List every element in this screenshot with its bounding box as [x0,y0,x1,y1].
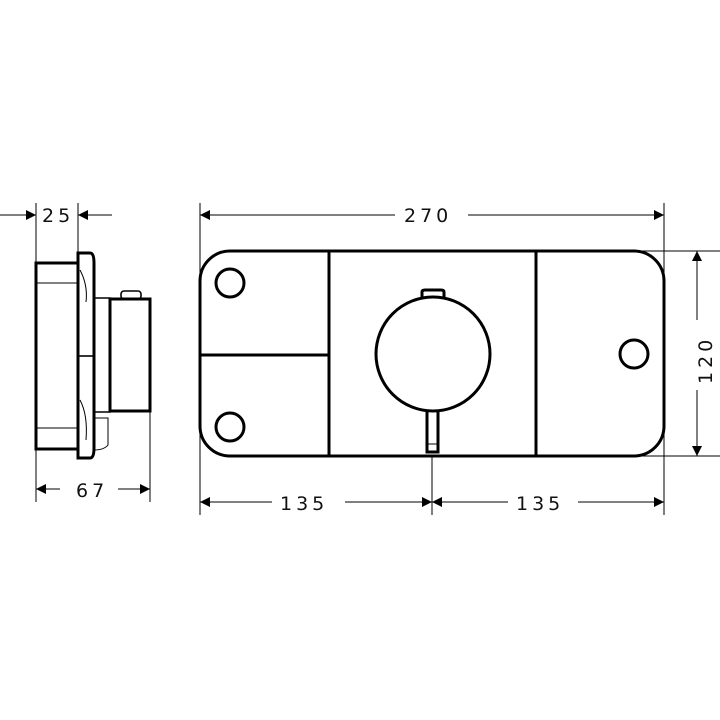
side-backbox [34,261,80,451]
side-knob-tab [120,290,142,300]
dim-label-25: 25 [42,205,74,227]
knob-top-tab [420,288,446,298]
side-body-neck-lower [93,417,109,451]
front-view: 270 120 135 135 [198,203,720,515]
knob-stem [425,410,440,454]
side-body-neck [94,297,111,413]
side-button-bottom [79,399,87,441]
dim-label-270: 270 [404,205,452,227]
dim-label-135-left: 135 [280,493,328,515]
thermostat-knob [374,295,492,413]
dim-label-135-right: 135 [516,493,564,515]
button-hole-right [618,338,650,370]
button-hole-top-left [214,267,246,299]
dim-label-67: 67 [76,480,108,502]
dim-label-120: 120 [695,336,717,384]
side-button-top [79,269,87,303]
button-hole-bottom-left [214,411,246,443]
side-view: 25 67 [0,203,152,502]
side-body [108,297,152,413]
side-cover-plate [76,251,96,460]
